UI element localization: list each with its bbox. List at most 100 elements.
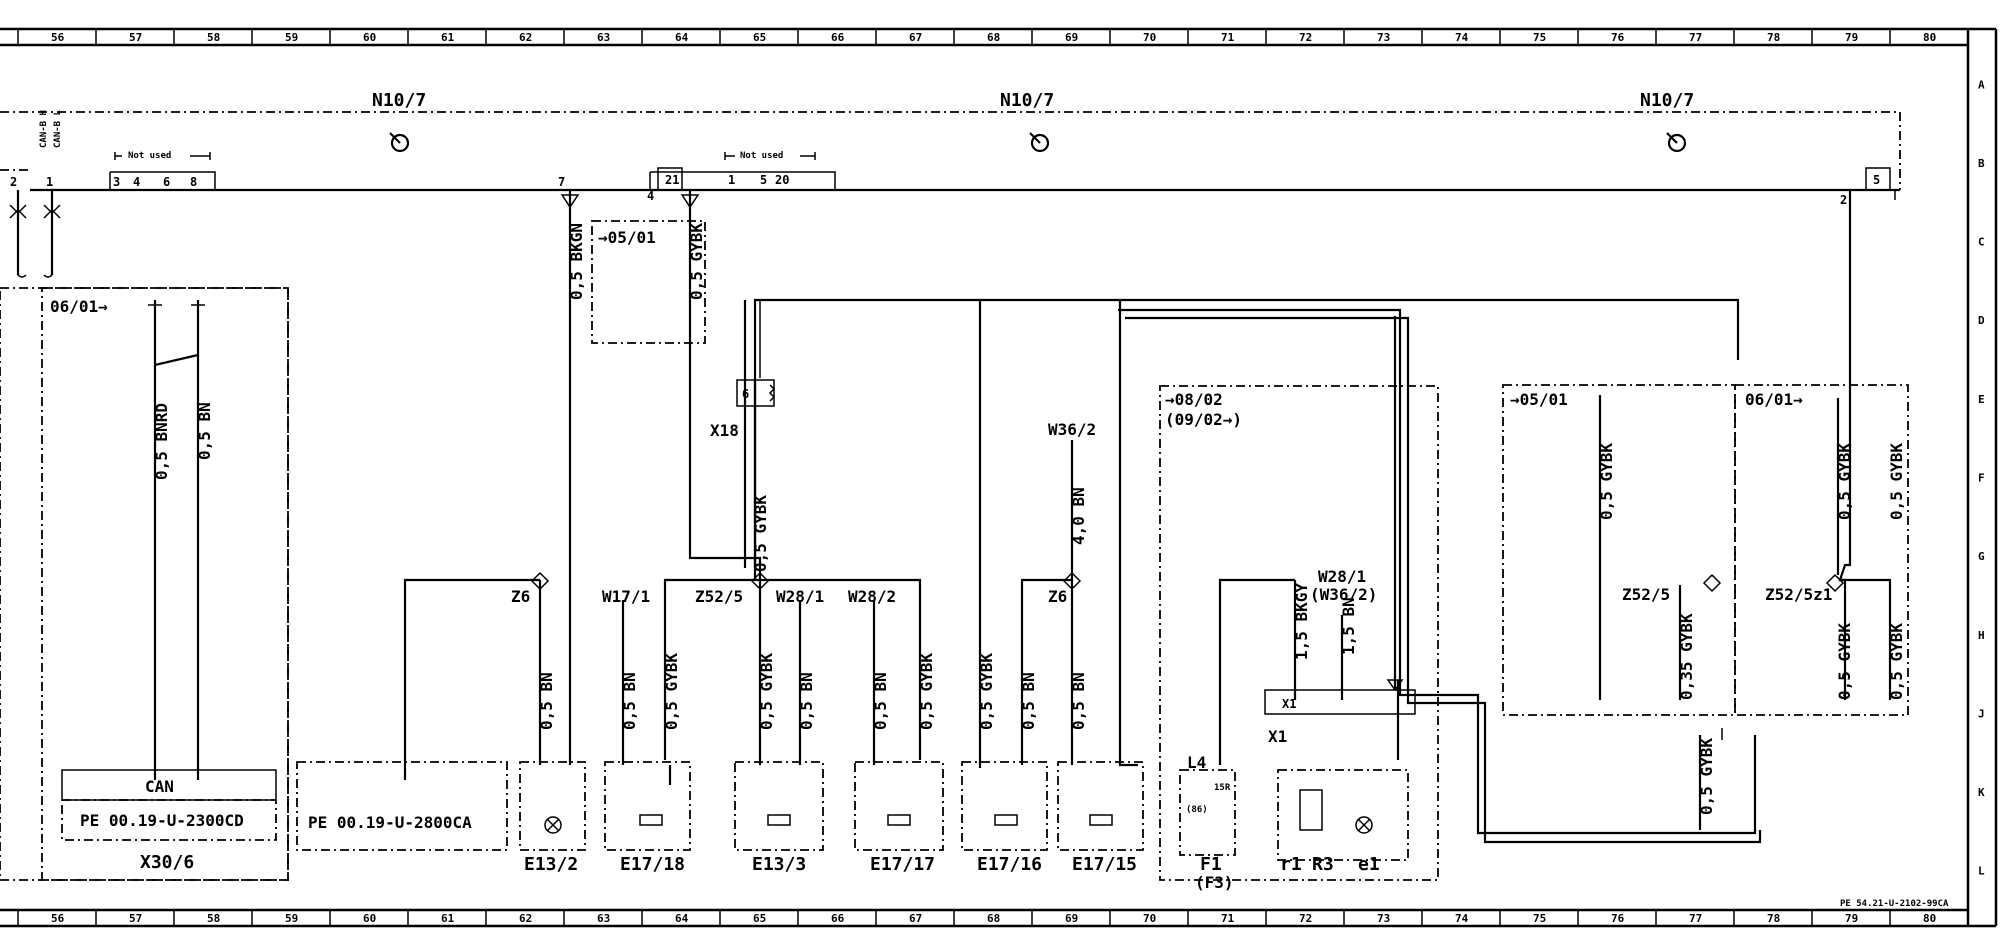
pin-4b: 4 bbox=[647, 189, 654, 203]
pin-6: 6 bbox=[163, 175, 170, 189]
ruler-column-58: 58 bbox=[207, 31, 220, 44]
ruler-row-F: F bbox=[1978, 472, 1985, 485]
ruler-column-78: 78 bbox=[1767, 31, 1780, 44]
not-used-label-2: Not used bbox=[740, 151, 783, 161]
ruler-column-69: 69 bbox=[1065, 912, 1078, 925]
label-w28-1: W28/1 bbox=[776, 587, 824, 606]
ruler-column-62: 62 bbox=[519, 912, 532, 925]
ruler-column-56: 56 bbox=[51, 31, 65, 44]
ruler-column-76: 76 bbox=[1611, 31, 1625, 44]
wiring bbox=[9, 190, 1896, 844]
label-x30-6: X30/6 bbox=[140, 852, 194, 873]
x1-pin-1: X1 bbox=[1282, 697, 1296, 711]
label-w28-2: W28/2 bbox=[848, 587, 896, 606]
ruler-column-72: 72 bbox=[1299, 912, 1312, 925]
ruler-column-60: 60 bbox=[363, 31, 376, 44]
ruler-column-66: 66 bbox=[831, 31, 845, 44]
ruler-column-61: 61 bbox=[441, 31, 455, 44]
label-z6-right: Z6 bbox=[1048, 587, 1067, 606]
wire-15bn: 1,5 BN bbox=[1339, 597, 1358, 655]
lower-components: L4 (86) 15R bbox=[519, 753, 1409, 861]
ref-06-01b: 06/01→ bbox=[1745, 390, 1803, 409]
pin-1: 1 bbox=[46, 175, 53, 189]
ruler-column-65: 65 bbox=[753, 912, 766, 925]
ruler-column-79: 79 bbox=[1845, 912, 1858, 925]
label-f1: F1 bbox=[1200, 854, 1222, 875]
lamp-icon bbox=[544, 816, 1373, 834]
label-can: CAN bbox=[145, 777, 174, 796]
label-e17-16: E17/16 bbox=[977, 854, 1042, 875]
label-e17-18: E17/18 bbox=[620, 854, 685, 875]
ruler-column-69: 69 bbox=[1065, 31, 1078, 44]
wire-bn-e17-16: 0,5 BN bbox=[1019, 672, 1038, 730]
pin-7: 7 bbox=[558, 175, 565, 189]
label-z52-5-right: Z52/5 bbox=[1622, 585, 1670, 604]
label-pe-2300: PE 00.19-U-2300CD bbox=[80, 811, 244, 830]
x18-pin: 6 bbox=[742, 387, 749, 401]
label-z52-5: Z52/5 bbox=[695, 587, 743, 606]
heater-icon bbox=[639, 789, 1323, 831]
wire-bn-w28-2: 0,5 BN bbox=[871, 672, 890, 730]
ruler-column-75: 75 bbox=[1533, 31, 1546, 44]
label-e17-17: E17/17 bbox=[870, 854, 935, 875]
wire-gybk-2: 0,5 GYBK bbox=[751, 495, 770, 572]
label-r3: R3 bbox=[1312, 854, 1334, 875]
ruler-column-59: 59 bbox=[285, 31, 298, 44]
wire-bn-w17: 0,5 BN bbox=[620, 672, 639, 730]
ruler-column-57: 57 bbox=[129, 31, 142, 44]
ruler-column-66: 66 bbox=[831, 912, 845, 925]
module-label-2: N10/7 bbox=[1000, 90, 1054, 111]
ref-05-01a: →05/01 bbox=[598, 228, 656, 247]
ruler-column-75: 75 bbox=[1533, 912, 1546, 925]
label-e13-2: E13/2 bbox=[524, 854, 578, 875]
wire-gybk-e17-18: 0,5 GYBK bbox=[662, 653, 681, 730]
wire-bn-z6: 0,5 BN bbox=[537, 672, 556, 730]
ruler-column-63: 63 bbox=[597, 912, 610, 925]
ruler-column-70: 70 bbox=[1143, 912, 1156, 925]
ref-05-01b: →05/01 bbox=[1510, 390, 1568, 409]
pin-2b: 2 bbox=[1840, 193, 1847, 207]
ref-09-02: (09/02→) bbox=[1165, 410, 1242, 429]
switch-06-01 bbox=[148, 300, 205, 780]
component-labels: 6 X18 W36/2 Z6 Z6 W17/1 Z52/5 W28/1 W28/… bbox=[61, 379, 1845, 873]
pin-20: 20 bbox=[775, 173, 789, 187]
ruler-column-67: 67 bbox=[909, 31, 922, 44]
wire-035gybk: 0,35 GYBK bbox=[1677, 613, 1696, 700]
wire-gybk-1: 0,5 GYBK bbox=[687, 223, 706, 300]
drawing-reference: PE 54.21-U-2102-99CA bbox=[1840, 899, 1949, 909]
ruler-row-B: B bbox=[1978, 157, 1985, 170]
label-w28-1b: W28/1 bbox=[1318, 567, 1366, 586]
ruler-column-57: 57 bbox=[129, 912, 142, 925]
label-x1: X1 bbox=[1268, 727, 1287, 746]
label-e17-15: E17/15 bbox=[1072, 854, 1137, 875]
label-pe-2800: PE 00.19-U-2800CA bbox=[308, 813, 472, 832]
ruler-row-K: K bbox=[1978, 786, 1985, 799]
ruler-row-C: C bbox=[1978, 236, 1985, 249]
label-86: (86) bbox=[1186, 805, 1208, 815]
ruler-column-80: 80 bbox=[1923, 912, 1936, 925]
ruler-column-61: 61 bbox=[441, 912, 455, 925]
wire-15bkgy: 1,5 BKGY bbox=[1292, 583, 1311, 660]
ruler-column-73: 73 bbox=[1377, 912, 1390, 925]
ruler-column-68: 68 bbox=[987, 31, 1000, 44]
pin-5: 5 bbox=[760, 173, 767, 187]
ruler-row-E: E bbox=[1978, 393, 1985, 406]
ruler-column-60: 60 bbox=[363, 912, 376, 925]
pin-1b: 1 bbox=[728, 173, 735, 187]
pin-5b: 5 bbox=[1873, 173, 1880, 187]
ruler-column-68: 68 bbox=[987, 912, 1000, 925]
not-used-label-1: Not used bbox=[128, 151, 171, 161]
module-label-3: N10/7 bbox=[1640, 90, 1694, 111]
wire-gybk-r6: 0,5 GYBK bbox=[1697, 738, 1716, 815]
wire-gybk-r2: 0,5 GYBK bbox=[1835, 443, 1854, 520]
border-frame bbox=[0, 27, 1998, 928]
ruler-column-80: 80 bbox=[1923, 31, 1936, 44]
ruler-column-70: 70 bbox=[1143, 31, 1156, 44]
label-w36-2b: (W36/2) bbox=[1310, 585, 1377, 604]
ruler-column-56: 56 bbox=[51, 912, 65, 925]
label-x18: X18 bbox=[710, 421, 739, 440]
ruler-column-59: 59 bbox=[285, 912, 298, 925]
ruler-row-G: G bbox=[1978, 550, 1985, 563]
